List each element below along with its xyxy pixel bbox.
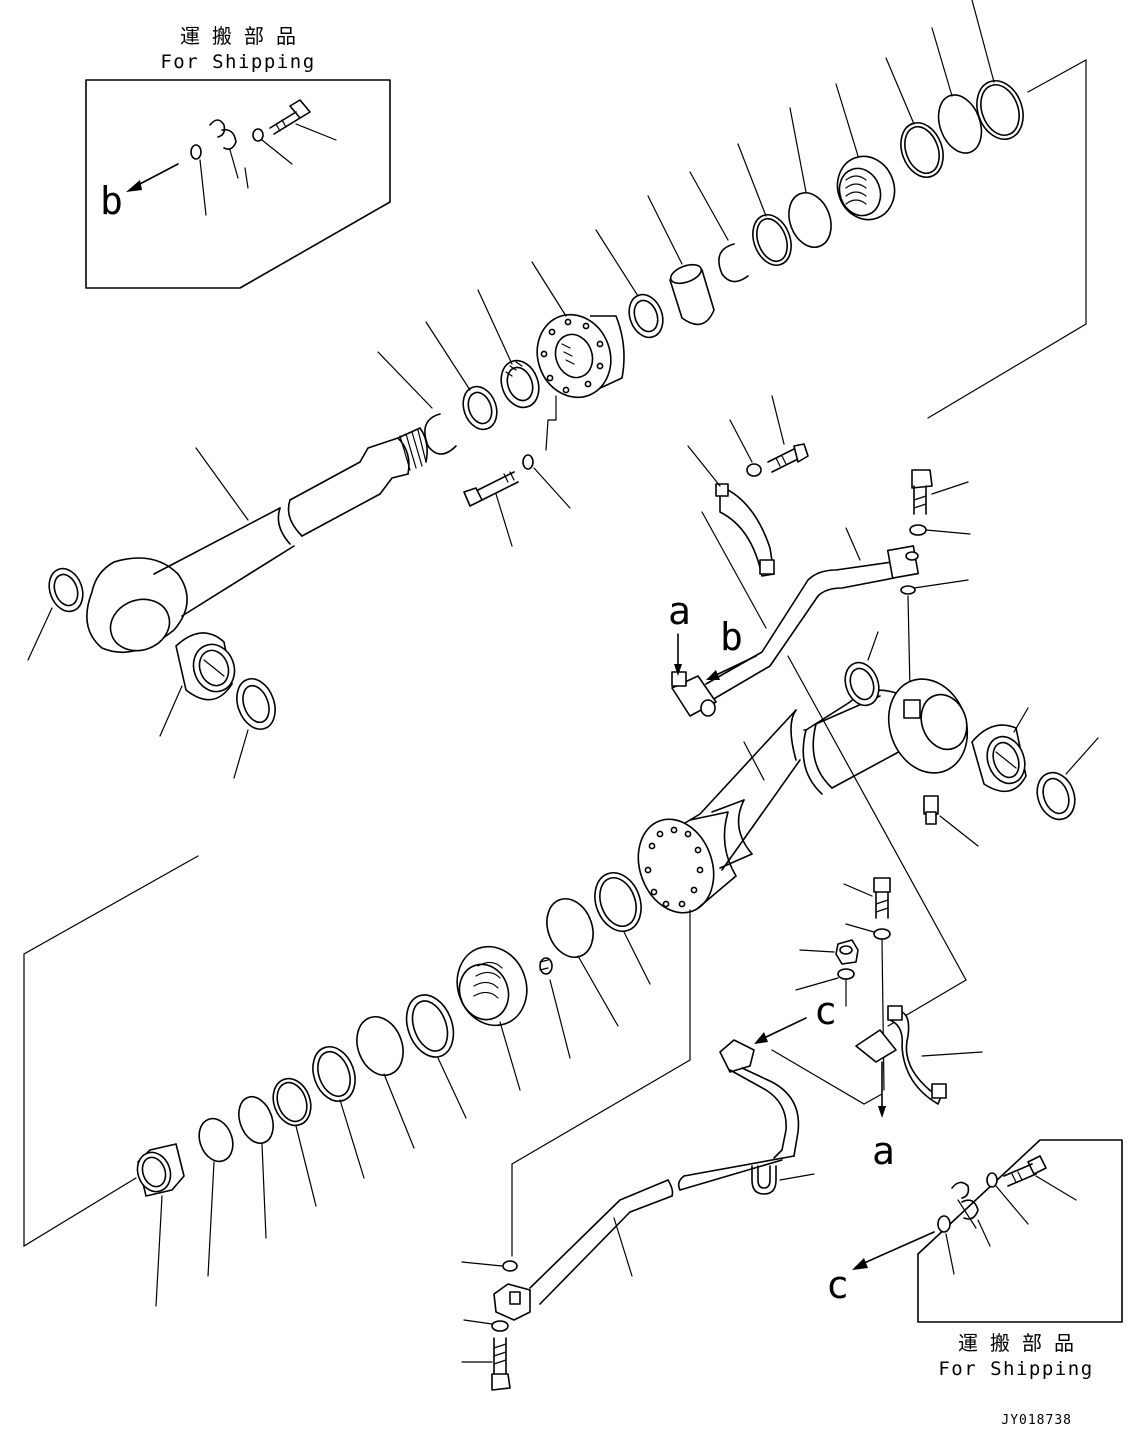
shipping-oring-top <box>190 144 202 160</box>
callout-a-lower: a <box>872 1061 895 1173</box>
callout-b-top: b <box>100 179 123 223</box>
shipping-washer-top <box>252 128 264 142</box>
callout-c-upper: c <box>754 989 837 1044</box>
snap-ring-2 <box>689 171 749 283</box>
piston-ring-1 <box>405 994 467 1119</box>
rod-packing <box>737 143 792 266</box>
callout-a-bottom: a <box>872 1129 895 1173</box>
flange-oring-upper <box>900 585 916 595</box>
callout-a-upper: a <box>668 589 691 676</box>
callout-b-mid: b <box>720 615 743 659</box>
pipe-lower <box>493 1039 800 1321</box>
shipping-washer-bottom <box>986 1172 998 1188</box>
snap-ring-1 <box>377 351 457 455</box>
piston-wear-ring <box>546 898 619 1027</box>
clamp-nut <box>799 939 859 965</box>
cushion-plunger <box>835 83 896 221</box>
tube-end-seal-left <box>844 631 880 707</box>
clamp-bolt-upper <box>767 395 809 473</box>
tube-end-bushing <box>971 707 1029 793</box>
cylinder-head <box>531 261 625 451</box>
callout-a-top: a <box>668 589 691 633</box>
piston-ring-4 <box>272 1077 317 1207</box>
flange-oring-lower <box>502 1260 518 1272</box>
shipping-bolt-bottom <box>1003 1155 1077 1201</box>
shipping-box-bottom: c 運 搬 部 品 For Shipping <box>826 1139 1123 1380</box>
dust-seal <box>788 107 832 248</box>
shipping-box-top: 運 搬 部 品 For Shipping b <box>85 24 391 289</box>
shipping-clamp-bottom <box>951 1181 991 1247</box>
piston-ring-3 <box>312 1046 365 1179</box>
o-ring-head <box>931 27 983 154</box>
piston-seal-ring <box>594 872 651 985</box>
shipping-bottom-en: For Shipping <box>938 1358 1093 1380</box>
clamp-washer-upper <box>746 463 762 477</box>
wear-ring-1 <box>477 289 540 409</box>
rod-end-seal-left <box>27 567 84 661</box>
cylinder-tube <box>511 678 969 1257</box>
piston <box>456 945 528 1091</box>
piston-set-screw <box>539 957 571 1059</box>
tube-end-seal-right <box>1036 737 1099 821</box>
rod-end-bushing <box>159 632 236 737</box>
piston-rod <box>86 427 428 654</box>
grease-fitting <box>923 795 979 847</box>
flange-washer-lower <box>491 1320 509 1332</box>
pipe-upper <box>671 527 920 717</box>
shipping-bolt-top <box>269 99 311 135</box>
clamp-washer-lower <box>873 928 891 940</box>
piston-ring-6 <box>198 1117 234 1277</box>
buffer-ring <box>595 229 664 339</box>
clamp-nut-washer <box>837 968 855 980</box>
piston-nut-ring <box>425 321 498 431</box>
shipping-oring-bottom <box>937 1215 951 1233</box>
piston-nut <box>136 1143 185 1307</box>
bushing-head <box>647 195 715 326</box>
callout-c-bottom: c <box>826 1263 849 1307</box>
flange-bolt-lower <box>461 1337 511 1391</box>
rod-end-seal-right <box>233 678 276 779</box>
tube-clamp-lower <box>855 1005 983 1105</box>
callout-b-upper: b <box>706 615 757 680</box>
shipping-top-en: For Shipping <box>160 51 315 73</box>
tube-clamp-upper <box>687 445 775 577</box>
backup-ring <box>885 57 944 178</box>
flange-bolt-upper <box>911 469 969 515</box>
head-snap-ring <box>971 0 1024 140</box>
callout-c-mid: c <box>814 989 837 1033</box>
piston-ring-2 <box>356 1016 415 1149</box>
head-bolt <box>463 471 519 547</box>
drawing-code: JY018738 <box>1001 1413 1072 1428</box>
head-bolt-washer <box>522 454 534 470</box>
clamp-bolt-lower <box>843 877 891 919</box>
shipping-clamp-top <box>209 119 237 150</box>
shipping-bottom-jp: 運 搬 部 品 <box>958 1331 1074 1355</box>
u-bolt <box>751 1165 815 1195</box>
piston-ring-5 <box>238 1095 274 1239</box>
flange-washer-upper <box>909 524 927 536</box>
shipping-top-jp: 運 搬 部 品 <box>180 24 296 48</box>
